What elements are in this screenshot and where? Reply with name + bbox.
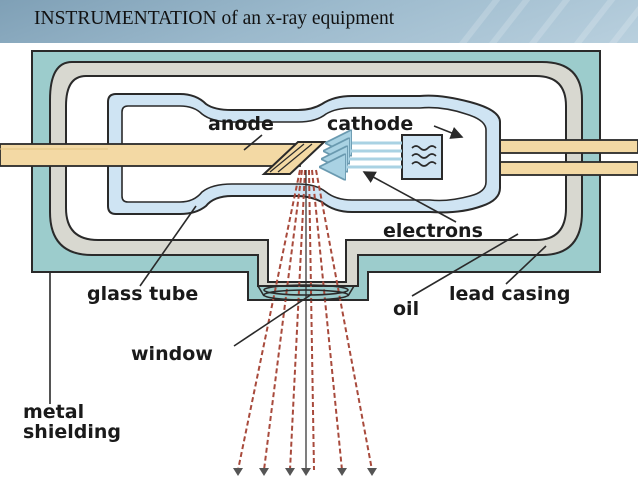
anode-rod [0,141,327,175]
label-electrons: electrons [383,220,483,242]
xray-ray [237,169,301,471]
leader-window [233,293,313,347]
leader-oil [411,233,519,297]
xray-ray [263,169,303,471]
leader-glass-tube [139,205,197,287]
xray-beams [237,169,373,471]
label-cathode: cathode [327,113,413,135]
label-lead-casing: lead casing [449,283,570,305]
xray-ray [311,169,343,471]
xray-ray [315,169,373,471]
label-shielding: shielding [23,421,121,443]
cathode-block [401,134,443,180]
xray-ray [308,169,315,471]
label-anode: anode [208,113,274,135]
leader-cathode [433,125,464,139]
window [257,284,355,301]
electron-beam [322,143,402,167]
slide-title: INSTRUMENTATION of an x-ray equipment [34,8,395,29]
label-oil: oil [393,298,419,320]
label-metal: metal [23,401,84,423]
beam-arrowheads [233,468,377,476]
leader-electrons [362,171,457,223]
xray-ray [289,169,306,471]
label-glass-tube: glass tube [87,283,198,305]
leader-lines [49,125,547,404]
title-bar: INSTRUMENTATION of an x-ray equipment [0,0,638,43]
leader-lead-casing [505,245,547,285]
xray-tube-diagram: anode cathode electrons glass tube lead … [0,50,638,476]
leader-anode [243,134,263,151]
label-window: window [131,343,213,365]
